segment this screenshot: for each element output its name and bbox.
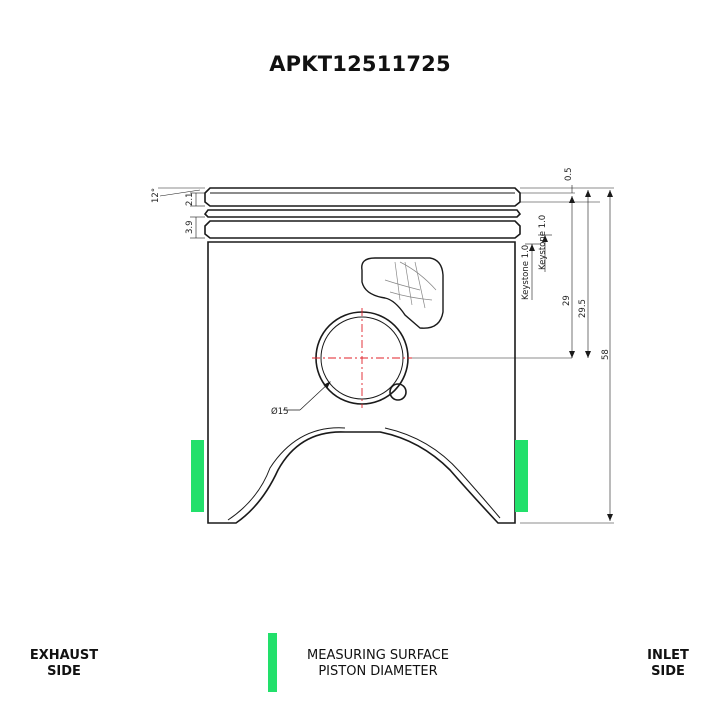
measuring-surface-inlet xyxy=(515,440,528,512)
top-land-label: 0.5 xyxy=(564,167,574,181)
ring-angle-label: 12° xyxy=(151,188,161,203)
inlet-side-line1: INLET xyxy=(647,648,689,663)
keystone-label-a: Keystone 1.0 xyxy=(521,245,531,300)
measuring-surface-line2: PISTON DIAMETER xyxy=(318,664,438,679)
total-height-label: 58 xyxy=(601,349,611,360)
right-dimensions xyxy=(520,185,614,524)
pin-height-label-a: 29 xyxy=(562,295,572,306)
ring1-height-label: 2.1 xyxy=(185,192,195,206)
measuring-surface-exhaust xyxy=(191,440,204,512)
part-number-title: APKT12511725 xyxy=(269,52,451,76)
second-land xyxy=(203,209,522,218)
measuring-surface-swatch xyxy=(268,633,277,692)
keystone-label-b: Keystone 1.0 xyxy=(538,215,548,270)
pin-diameter-label: Ø15 xyxy=(271,406,289,417)
pin-centerlines xyxy=(312,308,412,408)
exhaust-side-label: EXHAUST SIDE xyxy=(22,648,106,680)
left-dimensions xyxy=(158,187,205,239)
measuring-surface-legend: MEASURING SURFACE PISTON DIAMETER xyxy=(288,648,468,680)
exhaust-side-line2: SIDE xyxy=(47,664,81,679)
ring2-height-label: 3.9 xyxy=(185,220,195,234)
third-land xyxy=(204,220,521,239)
dimension-arrows xyxy=(529,190,613,521)
exhaust-side-line1: EXHAUST xyxy=(29,648,99,663)
top-land xyxy=(204,187,521,207)
skirt-outline xyxy=(207,241,516,524)
inlet-side-label: INLET SIDE xyxy=(628,648,708,680)
skirt-inner-edge xyxy=(227,427,346,521)
measuring-surface-line1: MEASURING SURFACE xyxy=(307,648,449,663)
boost-port xyxy=(361,257,444,329)
skirt-inner-edge-right xyxy=(384,427,501,519)
pin-diameter-leader xyxy=(283,381,331,411)
inlet-side-line2: SIDE xyxy=(651,664,685,679)
piston-body xyxy=(207,241,516,524)
boost-port-hatch xyxy=(384,261,437,309)
piston-crown xyxy=(203,187,522,239)
pin-height-label-b: 29.5 xyxy=(578,299,588,318)
